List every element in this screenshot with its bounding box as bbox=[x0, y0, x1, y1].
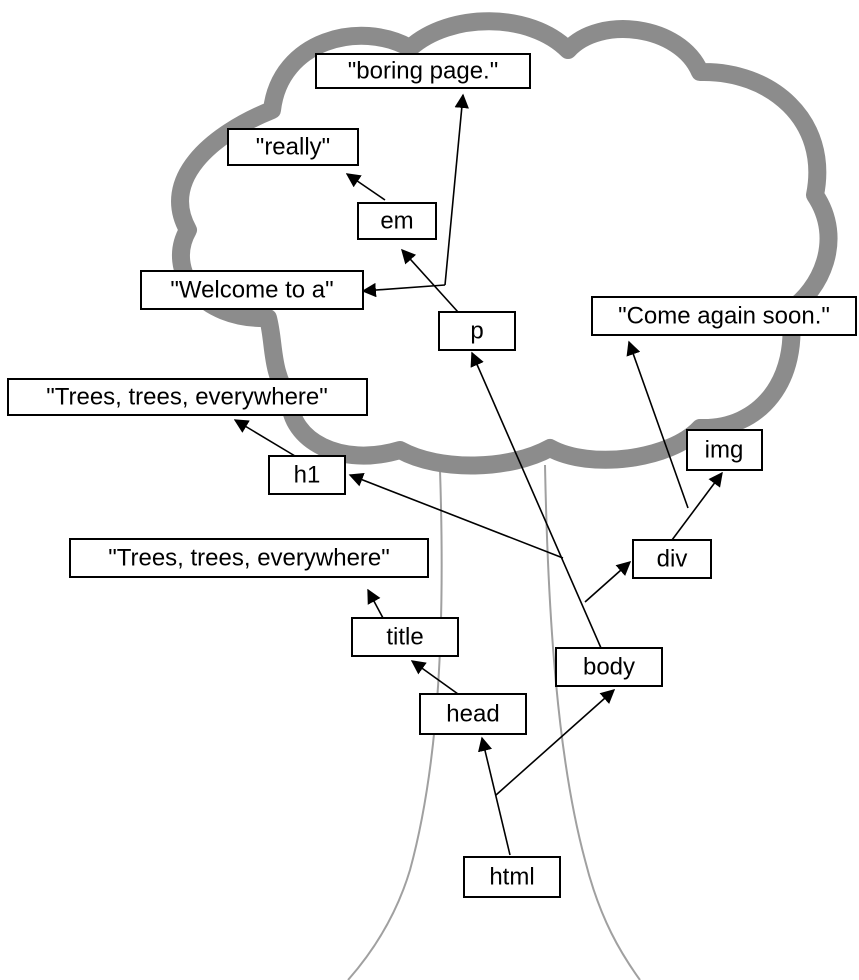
svg-text:em: em bbox=[380, 208, 413, 235]
svg-text:"boring page.": "boring page." bbox=[348, 58, 498, 85]
edge-div-img bbox=[671, 471, 723, 541]
node-h1: h1 bbox=[268, 455, 346, 495]
node-img: img bbox=[686, 429, 763, 471]
node-title-text: "Trees, trees, everywhere" bbox=[69, 538, 429, 578]
edge-div-text bbox=[626, 340, 689, 509]
edge-h1-text bbox=[233, 419, 296, 457]
svg-text:"Trees, trees, everywhere": "Trees, trees, everywhere" bbox=[46, 384, 328, 411]
node-em: em bbox=[357, 202, 437, 240]
edge-p-em bbox=[401, 248, 459, 313]
edge-body-h1 bbox=[348, 472, 564, 559]
edge-body-p bbox=[470, 351, 602, 649]
edge-p-text1 bbox=[361, 282, 446, 298]
edge-em-text bbox=[345, 173, 386, 201]
trunk-left-line bbox=[347, 469, 443, 980]
node-h1-text: "Trees, trees, everywhere" bbox=[7, 378, 368, 416]
node-div-text: "Come again soon." bbox=[591, 296, 857, 336]
edge-head-title bbox=[410, 660, 459, 695]
edge-p-text2 bbox=[444, 93, 469, 286]
svg-text:img: img bbox=[705, 437, 744, 464]
edge-html-body bbox=[495, 689, 616, 796]
edge-title-text bbox=[367, 588, 384, 619]
svg-text:head: head bbox=[446, 701, 499, 728]
canopy-cloud-outline bbox=[171, 12, 838, 475]
node-html: html bbox=[463, 856, 561, 898]
svg-text:html: html bbox=[489, 864, 534, 891]
svg-text:h1: h1 bbox=[294, 462, 321, 489]
svg-text:"Come again soon.": "Come again soon." bbox=[618, 303, 830, 330]
svg-text:p: p bbox=[470, 318, 483, 345]
node-body: body bbox=[555, 647, 663, 687]
edge-body-div bbox=[584, 561, 632, 603]
node-head: head bbox=[419, 693, 527, 735]
nodes-layer: "boring page." "really" em "Welcome to a… bbox=[7, 53, 857, 898]
svg-text:"Trees, trees, everywhere": "Trees, trees, everywhere" bbox=[108, 545, 390, 572]
node-em-text: "really" bbox=[227, 128, 359, 166]
node-div: div bbox=[632, 539, 712, 579]
node-p-text-2: "boring page." bbox=[315, 53, 531, 89]
svg-text:body: body bbox=[583, 654, 635, 681]
svg-text:title: title bbox=[386, 624, 423, 651]
node-p-text-1: "Welcome to a" bbox=[140, 270, 364, 310]
node-title: title bbox=[351, 617, 459, 657]
svg-text:div: div bbox=[657, 546, 688, 573]
node-p: p bbox=[438, 311, 516, 351]
edge-html-head bbox=[478, 736, 511, 856]
edges-layer bbox=[233, 93, 723, 856]
trunk-right-line bbox=[544, 464, 641, 980]
svg-text:"Welcome to a": "Welcome to a" bbox=[170, 277, 333, 304]
svg-text:"really": "really" bbox=[256, 134, 330, 161]
